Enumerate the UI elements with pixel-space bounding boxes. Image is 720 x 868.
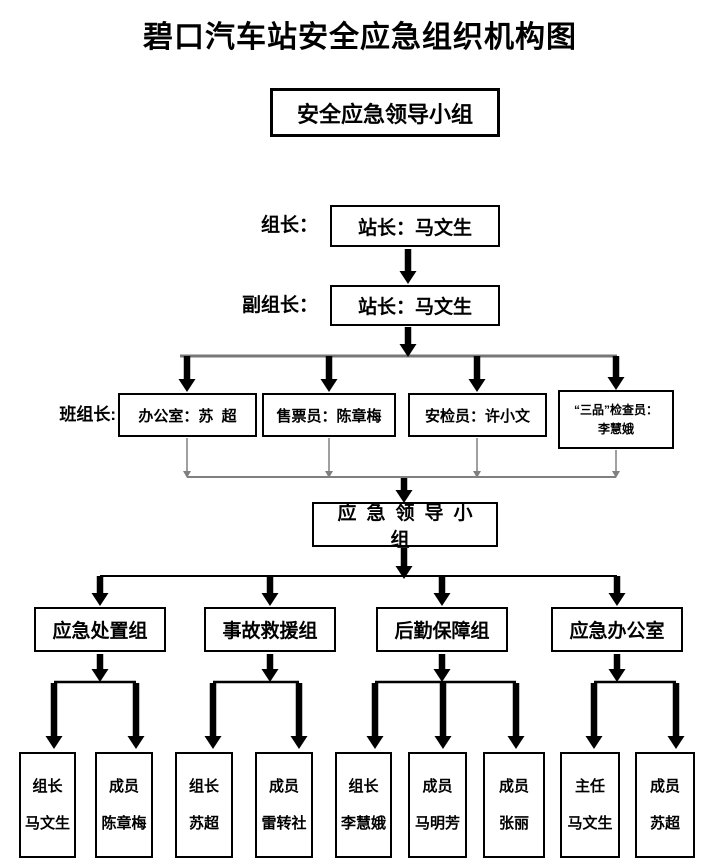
- member-box: 组长 李慧娥: [335, 752, 392, 858]
- arrow-head-icon: [91, 593, 109, 606]
- arrow-head-icon: [507, 736, 525, 749]
- arrow-head-icon: [261, 593, 279, 606]
- member-box: 成员 陈章梅: [95, 752, 153, 858]
- node-safety-emergency-leading-group: 安全应急领导小组: [270, 88, 500, 137]
- arrow-head-icon: [607, 377, 625, 390]
- member-name: 马明芳: [414, 815, 460, 832]
- member-box: 组长 马文生: [19, 752, 76, 858]
- member-name: 苏超: [188, 815, 219, 832]
- node-three-items-inspector-li-huie: “三品”检查员： 李慧娥: [558, 390, 674, 449]
- arrow-head-icon: [178, 379, 196, 392]
- arrow-head-icon: [612, 471, 620, 478]
- member-name: 张丽: [498, 815, 529, 832]
- label-deputy-group-leader: 副组长：: [241, 295, 318, 316]
- node-group-logistics-support: 后勤保障组: [376, 607, 508, 652]
- member-name: 马文生: [567, 815, 613, 832]
- arrow-head-icon: [127, 736, 145, 749]
- node-office-su-chao: 办公室：苏 超: [118, 393, 257, 437]
- arrow-head-icon: [433, 669, 451, 682]
- member-name: 马文生: [24, 815, 70, 832]
- member-role: 组长: [348, 778, 379, 795]
- arrow-head-icon: [433, 593, 451, 606]
- arrow-head-icon: [395, 566, 413, 579]
- arrow-head-icon: [434, 736, 452, 749]
- member-role: 主任: [574, 778, 605, 795]
- node-ticket-seller-chen-zhangmei: 售票员：陈章梅: [262, 393, 396, 437]
- node-group-emergency-office: 应急办公室: [551, 607, 683, 652]
- arrow-head-icon: [325, 471, 333, 478]
- member-box: 成员 张丽: [483, 752, 545, 858]
- arrow-head-icon: [204, 736, 222, 749]
- arrow-head-icon: [290, 736, 308, 749]
- node-line1: “三品”检查员：: [573, 402, 658, 417]
- member-role: 成员: [498, 778, 529, 795]
- member-name: 雷转社: [261, 815, 307, 832]
- member-role: 成员: [649, 778, 680, 795]
- member-box: 成员 苏超: [635, 752, 695, 858]
- arrow-head-icon: [183, 471, 191, 478]
- member-box: 成员 马明芳: [408, 752, 467, 858]
- member-box: 主任 马文生: [560, 752, 620, 858]
- arrow-head-icon: [585, 736, 603, 749]
- arrow-head-icon: [399, 344, 417, 357]
- arrow-head-icon: [320, 379, 338, 392]
- arrow-head-icon: [468, 379, 486, 392]
- member-role: 成员: [108, 778, 139, 795]
- node-group-accident-rescue: 事故救援组: [204, 607, 336, 652]
- node-line2: 李慧娥: [597, 421, 634, 436]
- member-name: 李慧娥: [340, 815, 386, 832]
- label-group-leader: 组长：: [260, 215, 318, 236]
- node-group-emergency-disposal: 应急处置组: [34, 607, 166, 652]
- arrow-head-icon: [395, 490, 413, 503]
- member-name: 苏超: [649, 815, 680, 832]
- arrow-head-icon: [91, 669, 109, 682]
- member-box: 成员 雷转社: [255, 752, 313, 858]
- arrow-head-icon: [473, 471, 481, 478]
- node-security-inspector-xu-xiaowen: 安检员：许小文: [408, 393, 547, 437]
- member-role: 组长: [32, 778, 63, 795]
- member-role: 成员: [268, 778, 299, 795]
- node-emergency-leading-group: 应急领导小组: [312, 502, 498, 551]
- member-role: 组长: [188, 778, 219, 795]
- arrow-head-icon: [399, 271, 417, 284]
- arrow-head-icon: [608, 669, 626, 682]
- node-group-leader: 站长：马文生: [330, 205, 500, 247]
- arrow-head-icon: [261, 669, 279, 682]
- label-team-leaders: 班组长:: [59, 405, 116, 424]
- member-name: 陈章梅: [101, 815, 147, 832]
- arrow-head-icon: [45, 736, 63, 749]
- node-deputy-group-leader: 站长：马文生: [330, 285, 500, 326]
- member-box: 组长 苏超: [175, 752, 233, 858]
- arrow-head-icon: [608, 593, 626, 606]
- member-role: 成员: [422, 778, 453, 795]
- arrow-head-icon: [366, 736, 384, 749]
- page-title: 碧口汽车站安全应急组织机构图: [143, 21, 577, 54]
- arrow-head-icon: [667, 736, 685, 749]
